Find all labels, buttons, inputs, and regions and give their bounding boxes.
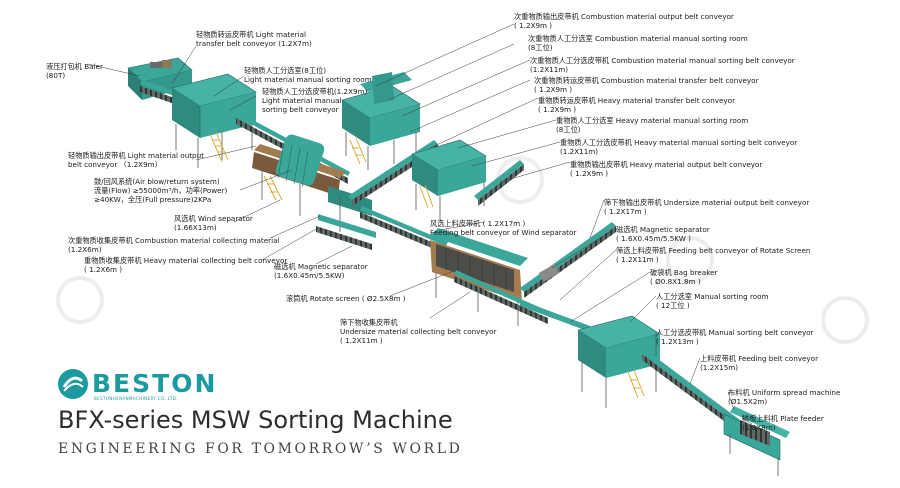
label-air-blow: 鼓/回风系统(Air blow/return system)流量(Flow) ≥… [94,177,228,204]
label-combustion-room: 次重物质人工分选室 Combustion material manual sor… [528,34,748,52]
heavy-material-room [411,139,487,222]
watermark-group [56,156,869,344]
brand-logo: BESTON BESTONHENANMACHINERY CO.,LTD. [56,367,215,403]
label-magnetic-left: 磁选机 Magnetic separator(1.6X0.45m/5.5KW) [274,262,368,280]
wind-separator [252,134,372,232]
label-rotate-screen: 滚筒机 Rotate screen ( Ø2.5X8m ) [286,294,406,303]
label-bag-breaker: 破袋机 Bag breaker( Ø0.8X1.8m ) [650,268,718,286]
label-manual-room: 人工分选室 Manual sorting room( 12工位 ) [656,292,769,310]
page-title: BFX-series MSW Sorting Machine [58,406,453,434]
rotate-screen [430,228,528,326]
label-combustion-output: 次重物质输出皮带机 Combustion material output bel… [514,12,734,30]
leader-lines [87,23,753,425]
label-magnetic-right: 磁选机 Magnetic separator( 1.6X0.45m/5.5KW … [616,225,710,243]
label-combustion-transfer: 次重物质转运皮带机 Combustion material transfer b… [534,76,759,94]
label-rotate-feeding: 筛选上料皮带机 Feeding belt conveyor of Rotate … [616,246,811,264]
label-heavy-sorting-belt: 重物质人工分选皮带机 Heavy material manual sorting… [560,138,798,156]
label-heavy-transfer: 重物质转运皮带机 Heavy material transfer belt co… [538,96,736,114]
plate-feeder [723,406,790,476]
label-heavy-room: 重物质人工分选室 Heavy material manual sorting r… [556,116,749,134]
label-uniform-spread: 布料机 Uniform spread machine(Ø1.5X2m) [728,388,841,406]
label-combustion-sorting-belt: 次重物质人工分选皮带机 Combustion material manual s… [530,56,795,74]
label-undersize-output: 筛下物输出皮带机 Undersize material output belt … [604,198,810,216]
tagline: Engineering for tomorrow’s world [58,441,463,457]
label-plate-feeder: 鳞板上料机 Plate feeder(1.8X8m) [742,414,824,432]
label-combustion-collecting: 次重物质收集皮带机 Combustion material collecting… [68,236,280,254]
manual-sorting-room [577,315,661,408]
label-wind-separator: 风选机 Wind separator(1.66X13m) [174,214,253,232]
label-heavy-output: 重物质输出皮带机 Heavy material output belt conv… [570,160,763,178]
label-wind-feeding: 风选上料皮带机 ( 1.2X17m )Feeding belt conveyor… [430,219,577,237]
label-heavy-collecting: 重物质收集皮带机 Heavy material collecting belt … [84,256,288,274]
beston-logo-icon [58,369,88,399]
label-baler: 液压打包机 Baler(80T) [46,62,103,80]
label-light-room: 轻物质人工分选室(8工位)Light material manual sorti… [244,66,372,84]
label-feeding-belt: 上料皮带机 Feeding belt conveyor(1.2X15m) [700,354,819,372]
combustion-material-room [341,72,421,170]
label-manual-sorting-belt: 人工分选皮带机 Manual sorting belt conveyor( 1.… [656,328,814,346]
brand-subtitle: BESTONHENANMACHINERY CO.,LTD. [94,396,178,401]
brand-name: BESTON [92,369,218,398]
